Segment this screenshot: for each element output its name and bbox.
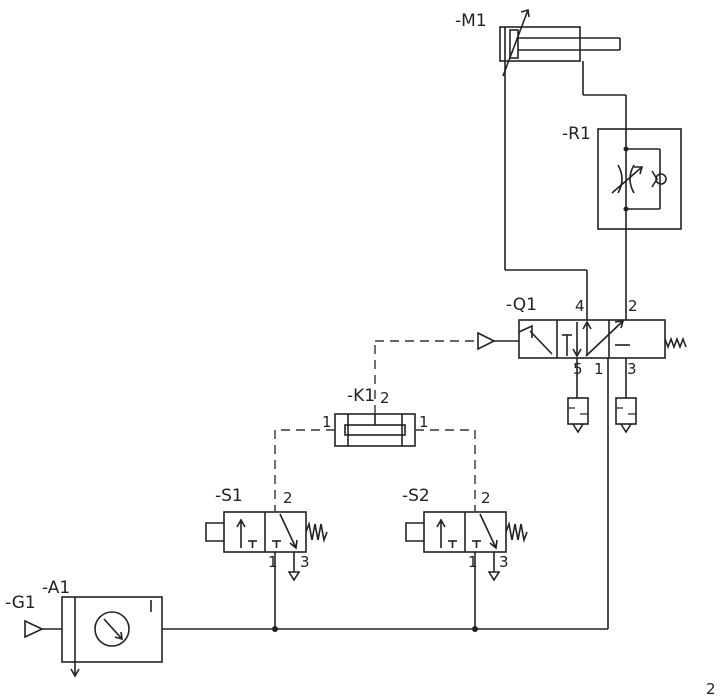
service-unit-a1[interactable] [61,596,163,678]
main-valve-q1[interactable] [518,319,687,359]
pushbutton-valve-s1[interactable] [205,511,328,582]
cylinder-m1-tag: -M1 [455,11,487,31]
throttle-check-valve-r1[interactable] [597,128,682,230]
s2-port-2: 2 [481,489,491,507]
pushbutton-valve-s2-tag: -S2 [402,486,430,506]
pushbutton-valve-s2[interactable] [405,511,528,582]
pilot-lines [274,340,478,512]
s2-port-1: 1 [468,553,478,571]
q1-pilot-triangle-icon [477,331,496,351]
service-unit-a1-tag: -A1 [42,578,70,598]
shuttle-valve-k1-tag: -K1 [347,386,375,406]
q1-port-4: 4 [575,297,585,315]
s2-port-3: 3 [499,553,509,571]
cylinder-m1[interactable] [499,8,621,77]
q1-port-3: 3 [627,360,637,378]
pushbutton-valve-s1-tag: -S1 [215,486,243,506]
throttle-check-valve-r1-tag: -R1 [562,124,591,144]
shuttle-valve-k1[interactable] [334,413,416,447]
k1-port-1-left: 1 [322,413,332,431]
page-number: 2 [706,680,716,697]
main-valve-q1-tag: -Q1 [506,295,537,315]
s1-port-1: 1 [268,553,278,571]
q1-port-1: 1 [594,360,604,378]
k1-port-2: 2 [380,389,390,407]
s1-port-2: 2 [283,489,293,507]
silencer-port-5 [567,397,589,434]
air-supply-g1-tag: -G1 [5,593,36,613]
air-supply-triangle-icon [24,619,44,639]
q1-port-2: 2 [628,297,638,315]
k1-port-1-right: 1 [419,413,429,431]
s1-port-3: 3 [300,553,310,571]
supply-lines [162,61,627,632]
silencer-port-3 [615,397,637,434]
